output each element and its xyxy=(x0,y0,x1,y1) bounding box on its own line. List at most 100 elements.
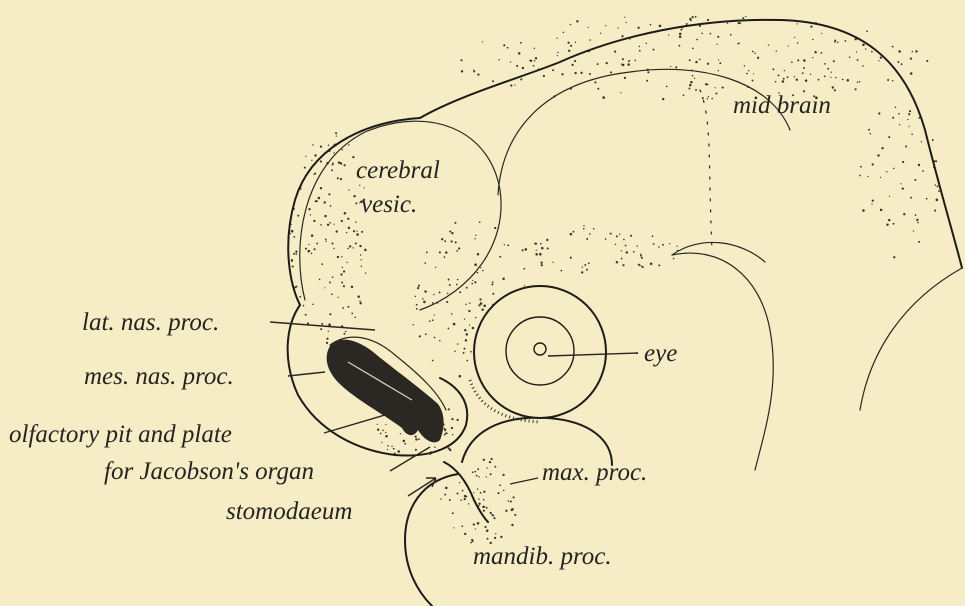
stipple-dot xyxy=(910,57,912,59)
stipple-dot xyxy=(812,39,814,41)
stipple-dot xyxy=(460,59,462,61)
stipple-dot xyxy=(620,92,621,93)
stipple-dot xyxy=(445,487,448,490)
stipple-dot xyxy=(422,298,424,300)
stipple-dot xyxy=(444,428,446,430)
stipple-dot xyxy=(775,81,777,83)
stipple-dot xyxy=(571,64,573,66)
stipple-dot xyxy=(589,233,591,235)
stipple-dot xyxy=(539,253,542,256)
stipple-dot xyxy=(641,257,643,259)
stipple-dot xyxy=(415,296,416,297)
stipple-dot xyxy=(714,87,715,88)
stipple-dot xyxy=(513,496,515,498)
stipple-dot xyxy=(400,433,401,434)
stipple-dot xyxy=(803,67,805,69)
stipple-dot xyxy=(583,225,584,226)
stipple-dot xyxy=(351,313,353,315)
stipple-dot xyxy=(694,78,695,79)
leader-jacobson xyxy=(390,447,430,471)
stipple-dot xyxy=(338,161,340,163)
stipple-dot xyxy=(642,267,643,268)
stipple-dot xyxy=(626,22,627,23)
stipple-dot xyxy=(510,84,512,86)
stipple-dot xyxy=(887,79,889,81)
stipple-dot xyxy=(489,461,491,463)
stipple-dot xyxy=(778,74,780,76)
stipple-dot xyxy=(856,51,857,52)
stipple-dot xyxy=(344,164,346,166)
stipple-dot xyxy=(424,262,426,264)
stipple-dot xyxy=(912,51,914,53)
stipple-dot xyxy=(308,244,309,245)
stipple-dot xyxy=(291,260,293,262)
stipple-dot xyxy=(315,200,317,202)
label-vesic: vesic. xyxy=(361,191,417,218)
stipple-dot xyxy=(439,251,441,253)
stipple-dot xyxy=(610,71,612,73)
stipple-dot xyxy=(707,19,709,21)
stipple-dot xyxy=(650,263,653,266)
stipple-dot xyxy=(659,25,662,28)
stipple-dot xyxy=(918,164,920,166)
stipple-dot xyxy=(447,293,449,295)
stipple-dot xyxy=(295,251,297,253)
stipple-dot xyxy=(434,314,435,315)
stipple-dot xyxy=(387,445,389,447)
stipple-dot xyxy=(615,244,616,245)
stipple-dot xyxy=(417,287,419,289)
stipple-dot xyxy=(534,60,536,62)
stipple-dot xyxy=(477,73,479,75)
stipple-dot xyxy=(464,348,466,350)
stipple-dot xyxy=(832,86,834,88)
stipple-dot xyxy=(652,235,654,237)
stipple-dot xyxy=(356,230,357,231)
stipple-dot xyxy=(475,317,476,318)
stipple-dot xyxy=(889,196,890,197)
stipple-dot xyxy=(570,45,572,47)
stipple-dot xyxy=(772,68,774,70)
stipple-dot xyxy=(707,84,709,86)
stipple-dot xyxy=(783,78,785,80)
stipple-dot xyxy=(432,360,434,362)
leader-mes-nas xyxy=(288,372,325,376)
stipple-dot xyxy=(849,57,851,59)
stipple-dot xyxy=(857,59,859,61)
stipple-dot xyxy=(320,145,322,147)
stipple-dot xyxy=(922,170,924,172)
stipple-dot xyxy=(516,65,518,67)
stipple-dot xyxy=(346,262,347,263)
stipple-dot xyxy=(481,308,483,310)
stipple-dot xyxy=(333,248,334,249)
stipple-dot xyxy=(450,449,452,451)
stipple-dot xyxy=(451,240,453,242)
stipple-dot xyxy=(451,313,453,315)
stipple-dot xyxy=(357,295,360,298)
stipple-dot xyxy=(343,270,345,272)
stipple-dot xyxy=(625,245,627,247)
stipple-dot xyxy=(678,45,680,47)
stipple-dot xyxy=(557,52,558,53)
stipple-dot xyxy=(689,18,691,20)
stipple-dot xyxy=(701,33,703,35)
stipple-dot xyxy=(474,471,476,473)
stipple-dot xyxy=(934,210,936,212)
stipple-dot xyxy=(636,245,638,247)
stipple-dot xyxy=(332,243,334,245)
stipple-dot xyxy=(810,25,812,27)
stipple-dot xyxy=(673,258,675,260)
stipple-dot xyxy=(512,508,514,510)
stipple-dot xyxy=(937,185,939,187)
mid-brain-inner xyxy=(700,90,712,250)
stipple-dot xyxy=(818,79,820,81)
stipple-dot xyxy=(911,134,913,136)
stipple-dot xyxy=(831,72,832,73)
stipple-dot xyxy=(483,305,486,308)
label-lat-nas-proc: lat. nas. proc. xyxy=(82,309,219,336)
stipple-dot xyxy=(730,34,732,36)
stipple-dot xyxy=(586,238,588,240)
stipple-dot xyxy=(498,59,499,60)
stipple-dot xyxy=(345,331,347,333)
stipple-dot xyxy=(710,33,712,35)
stipple-dot xyxy=(341,220,343,222)
